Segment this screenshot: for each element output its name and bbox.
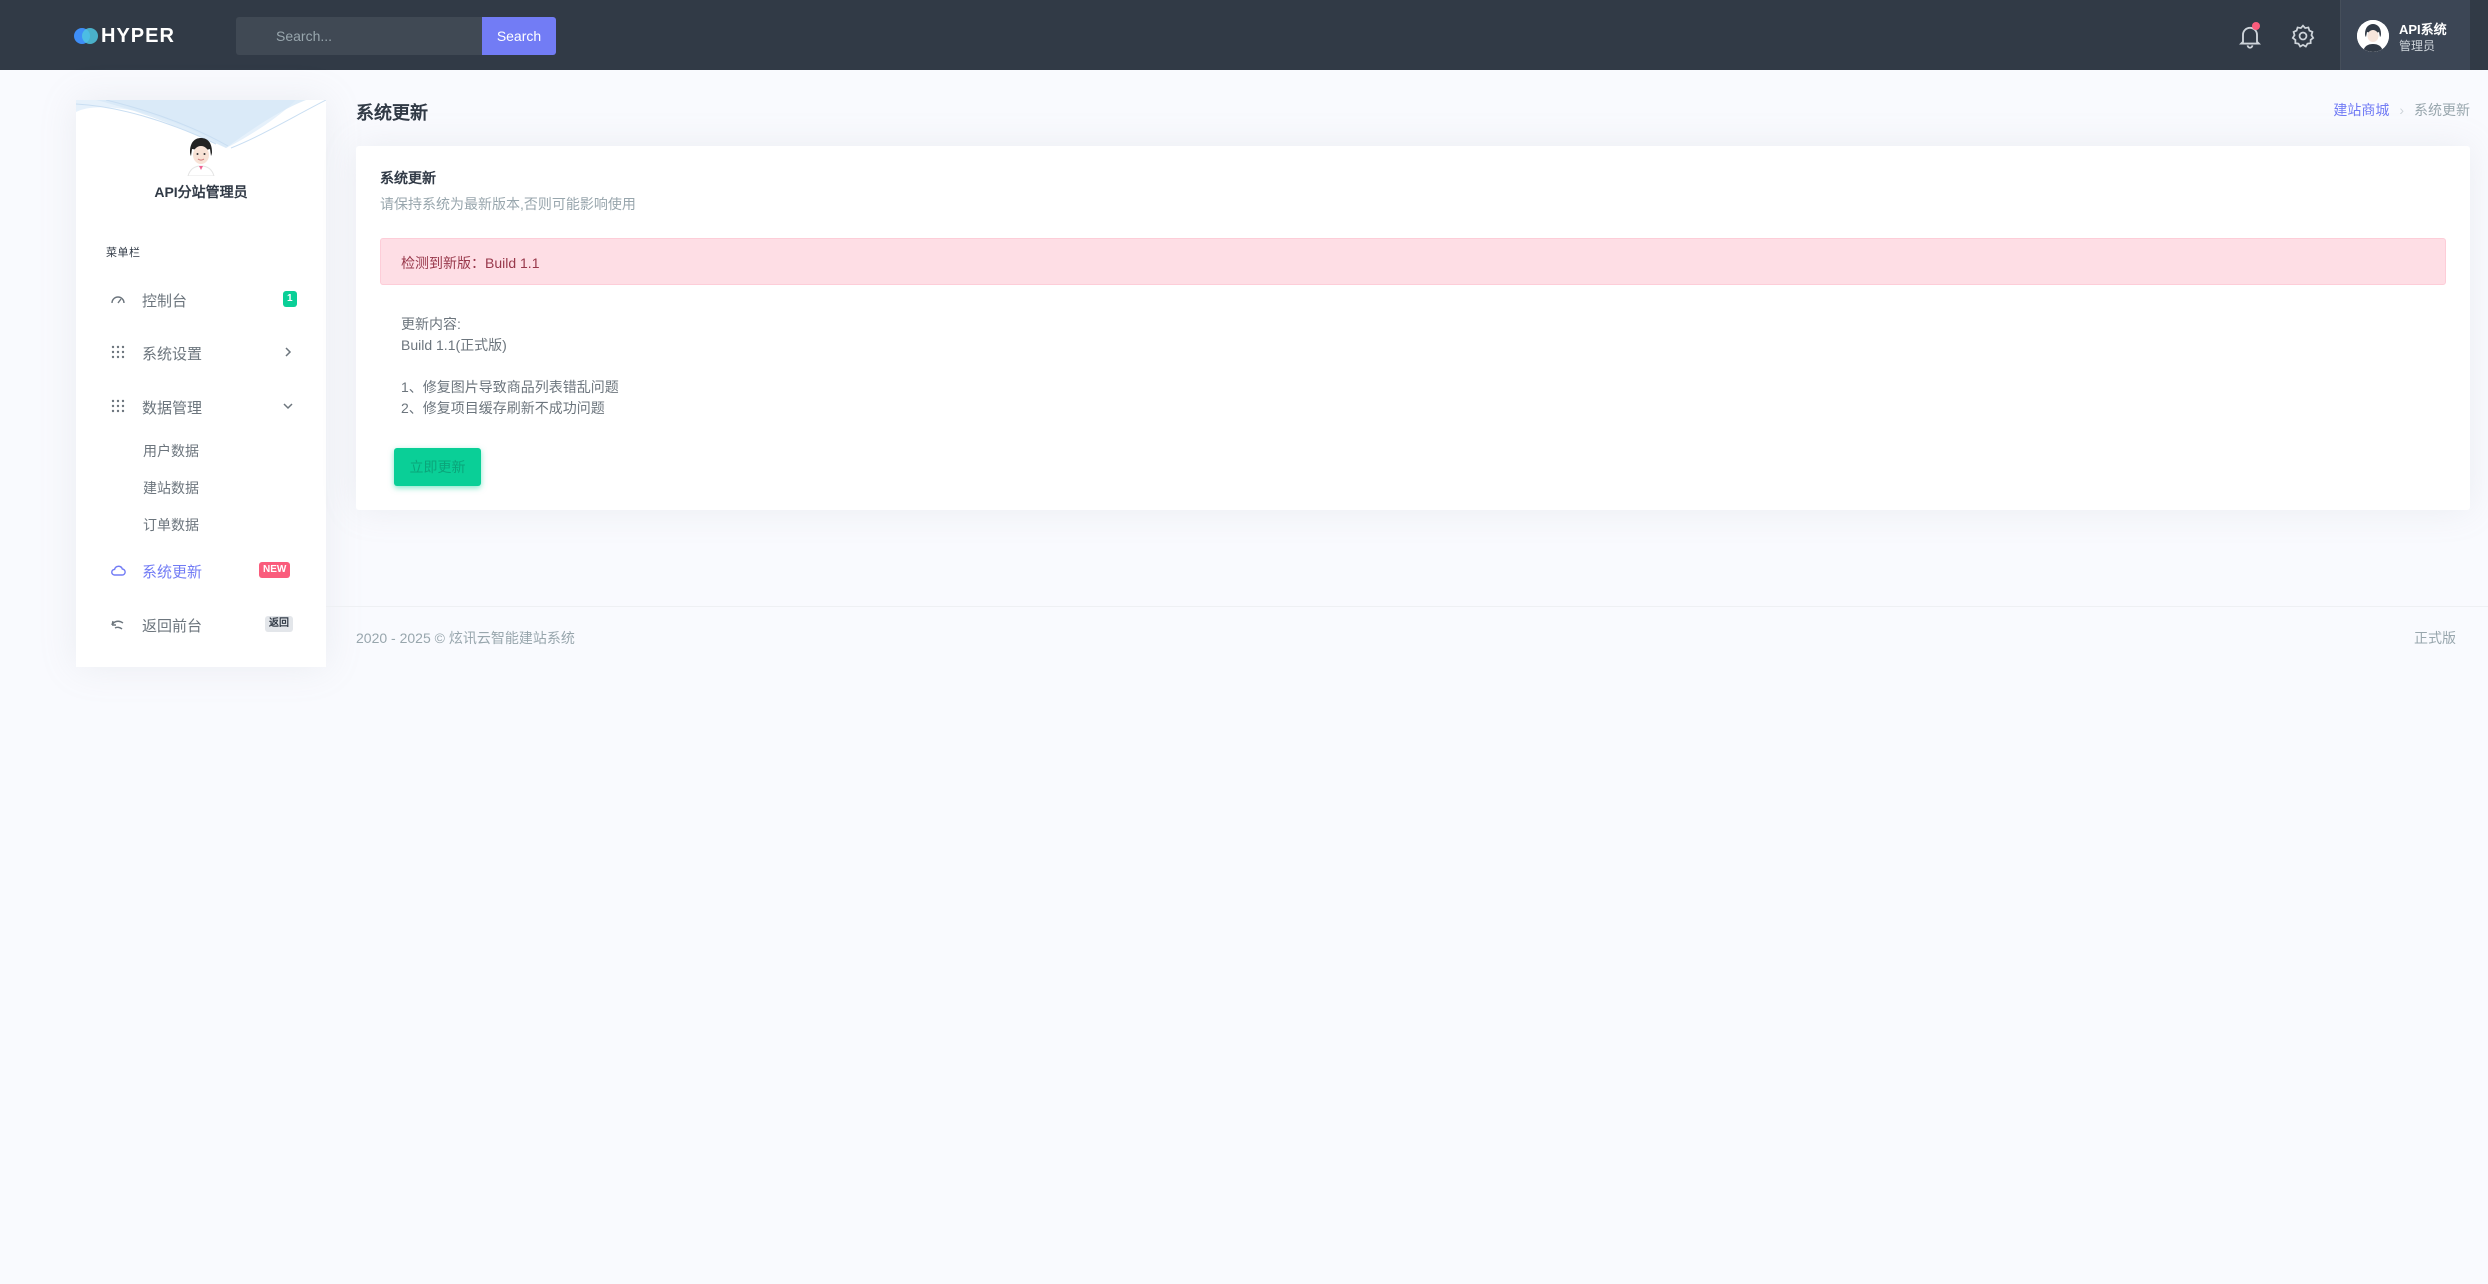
sidebar-user-name: API分站管理员	[154, 184, 248, 200]
notes-version: Build 1.1(正式版)	[401, 337, 507, 353]
footer-edition: 正式版	[2414, 630, 2456, 646]
notification-dot	[2252, 22, 2260, 30]
logo-icon	[74, 27, 98, 45]
update-card: 系统更新 请保持系统为最新版本,否则可能影响使用 检测到新版：Build 1.1…	[356, 146, 2470, 510]
grid-icon	[111, 345, 125, 359]
sidebar-item-system-update[interactable]: 系统更新 NEW	[76, 550, 326, 590]
avatar	[2357, 20, 2389, 52]
user-role: 管理员	[2399, 39, 2436, 53]
breadcrumb: 建站商城 › 系统更新	[2333, 100, 2470, 120]
sidebar-item-back-to-front[interactable]: 返回前台 返回	[76, 604, 326, 644]
sidebar-subitem-order-data[interactable]: 订单数据	[143, 517, 199, 533]
sidebar: API分站管理员 菜单栏 控制台 1 系统设置 数据管理	[76, 100, 326, 667]
sidebar-item-label: 系统设置	[142, 346, 203, 363]
sidebar-subitem-site-data[interactable]: 建站数据	[143, 480, 199, 496]
card-subtitle: 请保持系统为最新版本,否则可能影响使用	[380, 196, 636, 212]
brand-logo[interactable]: HYPER	[74, 24, 175, 48]
notes-item: 2、修复项目缓存刷新不成功问题	[401, 400, 605, 416]
back-badge: 返回	[265, 616, 293, 632]
chevron-right-icon	[285, 347, 292, 357]
sidebar-item-label: 数据管理	[142, 400, 203, 417]
breadcrumb-link[interactable]: 建站商城	[2333, 102, 2390, 118]
update-now-button[interactable]: 立即更新	[394, 448, 481, 486]
admin-avatar	[187, 138, 215, 176]
search-button[interactable]: Search	[482, 17, 556, 55]
back-icon	[111, 620, 124, 630]
sidebar-subitem-user-data[interactable]: 用户数据	[143, 443, 199, 459]
footer-divider	[326, 606, 2488, 607]
card-title: 系统更新	[380, 170, 436, 186]
sidebar-item-label: 控制台	[142, 293, 188, 310]
update-notes: 更新内容: Build 1.1(正式版) 1、修复图片导致商品列表错乱问题 2、…	[401, 314, 619, 419]
notes-spacer	[401, 356, 619, 377]
cloud-icon	[111, 565, 126, 576]
notes-heading: 更新内容:	[401, 316, 461, 332]
sidebar-item-label: 系统更新	[142, 564, 203, 581]
sidebar-item-dashboard[interactable]: 控制台 1	[76, 279, 326, 319]
sidebar-header-decoration	[76, 100, 326, 149]
breadcrumb-current: 系统更新	[2414, 102, 2470, 118]
gear-icon[interactable]	[2290, 23, 2316, 49]
new-badge: NEW	[259, 562, 291, 578]
user-name: API系统	[2399, 22, 2447, 37]
dashboard-icon	[111, 296, 125, 304]
page-title: 系统更新	[356, 103, 428, 123]
search-input[interactable]	[236, 17, 482, 55]
sidebar-item-label: 返回前台	[142, 618, 203, 635]
menu-section-title: 菜单栏	[106, 247, 141, 259]
grid-icon	[111, 399, 125, 413]
brand-name: HYPER	[101, 24, 175, 47]
new-version-alert: 检测到新版：Build 1.1	[380, 238, 2446, 285]
sidebar-item-system-settings[interactable]: 系统设置	[76, 332, 326, 372]
sidebar-item-data-management[interactable]: 数据管理	[76, 386, 326, 426]
breadcrumb-separator-icon: ›	[2399, 102, 2404, 118]
notes-item: 1、修复图片导致商品列表错乱问题	[401, 379, 619, 395]
user-menu[interactable]: API系统 管理员	[2340, 0, 2470, 70]
topbar: HYPER Search API系统 管理员	[0, 0, 2488, 70]
chevron-down-icon	[283, 403, 293, 410]
count-badge: 1	[283, 291, 297, 307]
footer-copyright: 2020 - 2025 © 炫讯云智能建站系统	[356, 630, 575, 646]
